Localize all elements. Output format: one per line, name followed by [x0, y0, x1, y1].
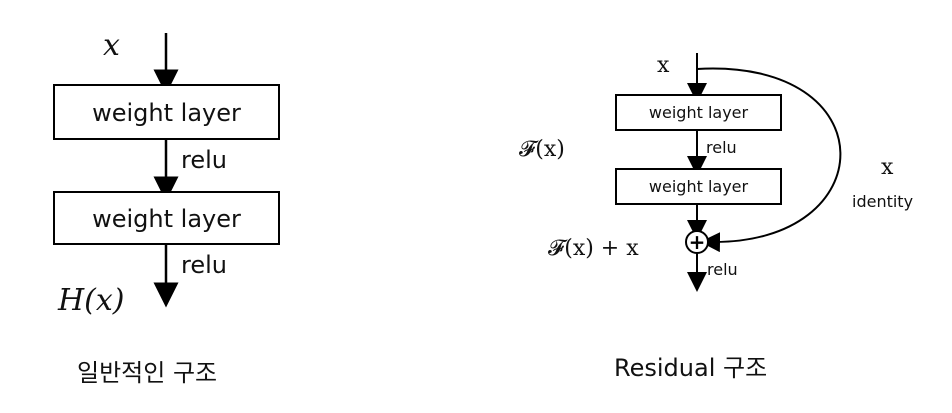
residual-weight-layer-2	[615, 168, 782, 205]
plain-network: x weight layer relu weight layer relu H(…	[53, 28, 280, 387]
plain-weight-layer-2	[53, 191, 280, 245]
plain-weight-layer-2-label: weight layer	[92, 205, 241, 233]
plain-relu-label-2: relu	[181, 251, 227, 279]
identity-x-label: x	[881, 155, 894, 180]
plain-output-label: H(x)	[57, 283, 125, 318]
add-node-symbol: +	[689, 230, 706, 254]
plain-weight-layer-1-label: weight layer	[92, 99, 241, 127]
residual-block: x weight layer relu 𝓕(x) weight layer x …	[519, 53, 913, 382]
residual-weight-layer-1-label: weight layer	[649, 103, 749, 122]
residual-input-label: x	[657, 53, 670, 78]
plain-input-label: x	[103, 28, 120, 63]
plain-relu-label-1: relu	[181, 146, 227, 174]
residual-weight-layer-2-label: weight layer	[649, 177, 749, 196]
residual-caption: Residual 구조	[614, 354, 767, 382]
plain-caption: 일반적인 구조	[77, 359, 217, 387]
residual-sum-label: 𝓕(x) + x	[548, 236, 639, 261]
residual-relu-label-1: relu	[706, 138, 737, 157]
identity-label: identity	[852, 192, 913, 211]
residual-weight-layer-1	[615, 94, 782, 131]
residual-relu-label-2: relu	[707, 260, 738, 279]
residual-function-label: 𝓕(x)	[519, 137, 565, 162]
identity-shortcut-path	[696, 67, 842, 253]
